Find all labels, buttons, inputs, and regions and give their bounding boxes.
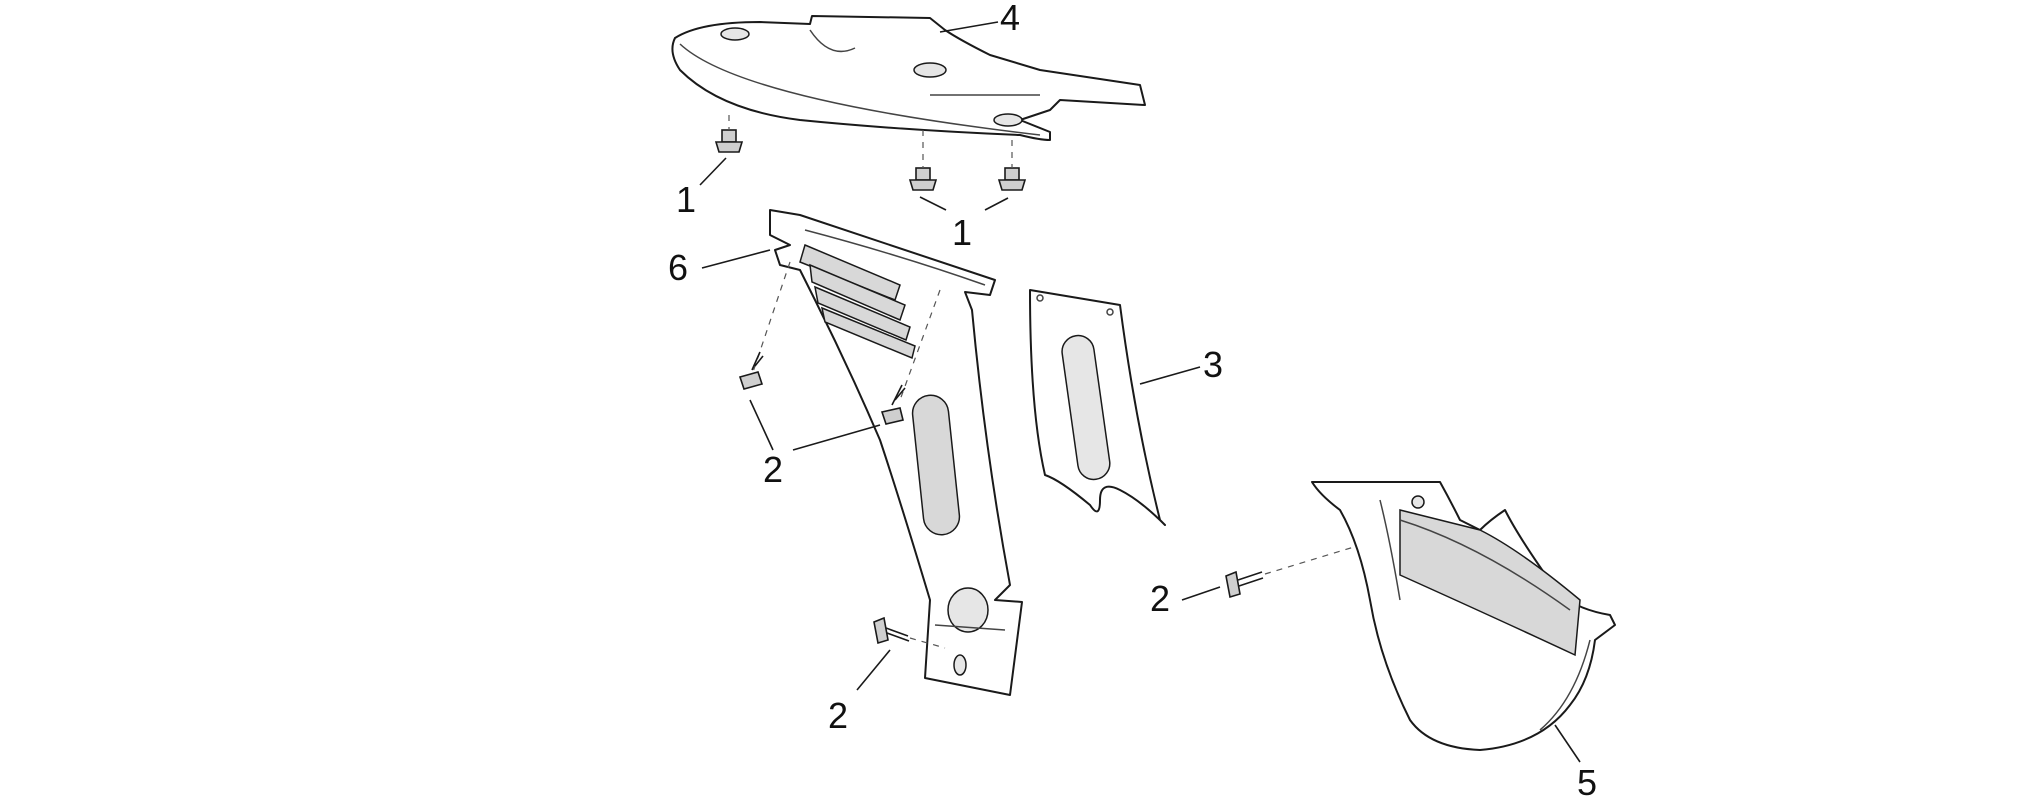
leader-6: [701, 249, 771, 269]
part-3-gasket-panel: [1029, 289, 1166, 526]
leader-1a: [699, 157, 727, 186]
part-1-screw-left: [714, 115, 744, 153]
callout-5: 5: [1577, 762, 1597, 800]
part-5-lower-cover: [1311, 481, 1616, 751]
part-2-screw-right: [1225, 529, 1411, 599]
leader-3: [1139, 366, 1201, 385]
part-4-top-plate: [671, 15, 1146, 141]
part-2-screw-upper-right: [880, 384, 906, 425]
part-2-screw-upper-left: [738, 351, 764, 390]
leader-2c: [1181, 586, 1221, 601]
callout-4: 4: [1000, 0, 1020, 38]
callout-3: 3: [1203, 344, 1223, 385]
leader-1b-left: [919, 196, 947, 211]
part-1-screw-right: [997, 140, 1027, 191]
leader-5: [1554, 724, 1581, 763]
callout-2-upper: 2: [763, 449, 783, 490]
leader-2a-right: [792, 424, 881, 451]
part-1-screw-middle: [908, 130, 938, 191]
callout-1-left: 1: [676, 179, 696, 220]
part-6-bracket: [751, 209, 1023, 696]
callout-6: 6: [668, 247, 688, 288]
callout-1-middle: 1: [952, 212, 972, 253]
callout-2-right: 2: [1150, 578, 1170, 619]
leader-2b: [856, 649, 891, 691]
part-2-screw-bottom: [873, 616, 946, 649]
callout-2-bottom: 2: [828, 695, 848, 736]
leader-2a-left: [749, 399, 774, 451]
leader-4: [939, 21, 999, 33]
leader-1b-right: [984, 197, 1009, 211]
